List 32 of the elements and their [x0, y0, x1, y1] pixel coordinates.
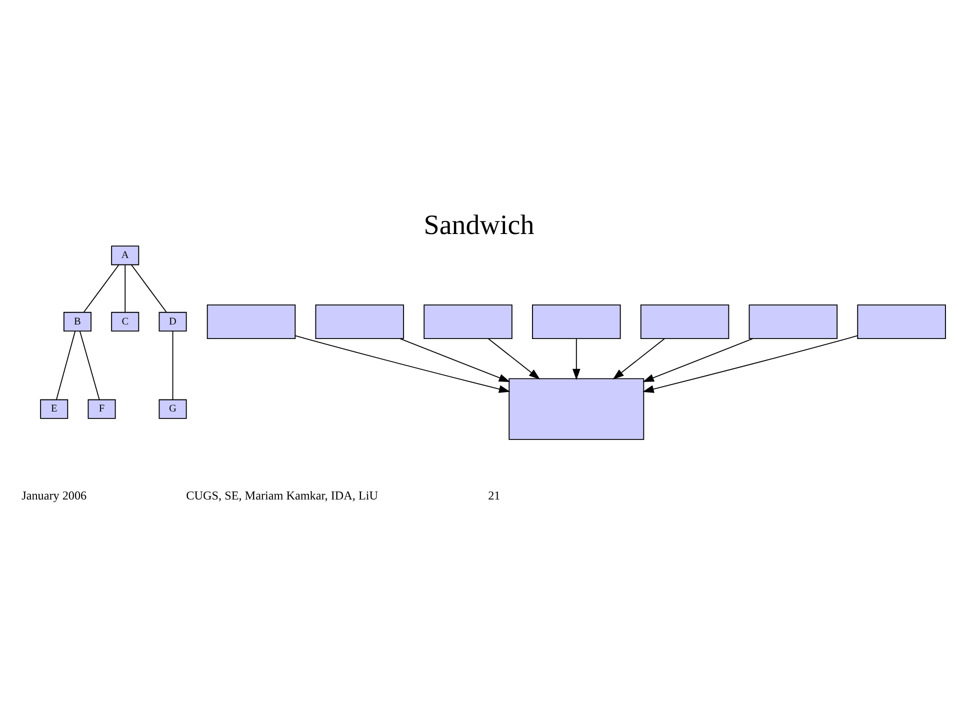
node-box [532, 304, 621, 339]
arrow [572, 338, 580, 380]
connector [124, 264, 126, 312]
node-box: B [63, 311, 92, 332]
label: 21 [488, 488, 500, 502]
label: January 2006 [22, 488, 87, 502]
node-box [748, 304, 838, 339]
arrow [642, 334, 858, 392]
node-box: D [158, 311, 187, 332]
arrow [400, 338, 510, 382]
label: CUGS, SE, Mariam Kamkar, IDA, LiU [186, 488, 378, 502]
arrow [612, 338, 665, 380]
node-box [640, 304, 730, 339]
node-box [857, 304, 946, 339]
node-box [508, 378, 644, 440]
arrow [642, 338, 754, 382]
node-box [315, 304, 404, 339]
connector [83, 264, 120, 312]
diagram-title: Sandwich [424, 209, 534, 240]
node-box [206, 304, 296, 339]
node-box: F [88, 398, 116, 418]
arrow [488, 338, 540, 380]
node-box [424, 304, 512, 339]
node-box: A [111, 245, 140, 265]
connector [79, 330, 100, 400]
connector [172, 330, 174, 400]
node-box: C [111, 311, 140, 332]
node-box: G [158, 398, 187, 418]
connector [56, 330, 76, 400]
node-box: E [40, 398, 68, 418]
arrow [294, 334, 510, 392]
connector [130, 264, 167, 312]
